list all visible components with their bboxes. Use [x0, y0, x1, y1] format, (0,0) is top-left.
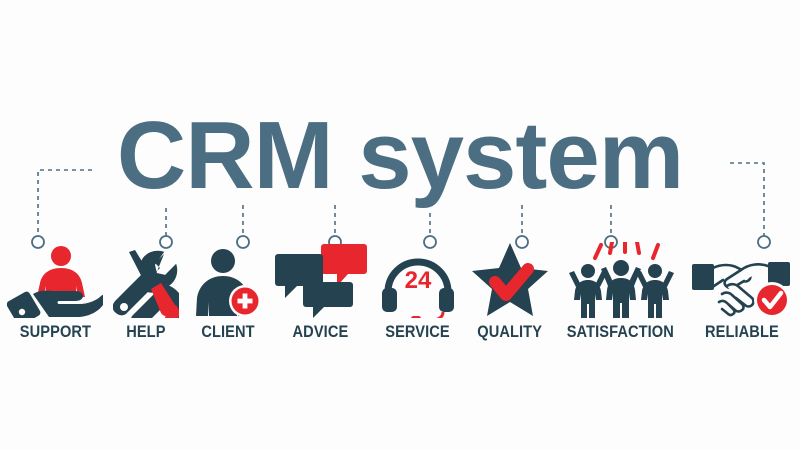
- headset-24-icon: 24: [381, 240, 455, 318]
- feature-item-service[interactable]: 24 SERVICE: [371, 232, 465, 342]
- feature-row: SUPPORT: [0, 232, 800, 342]
- cheering-people-icon: [567, 240, 675, 318]
- feature-label: QUALITY: [477, 322, 542, 341]
- feature-item-reliable[interactable]: RELIABLE: [687, 232, 797, 342]
- feature-label: HELP: [125, 322, 166, 341]
- feature-label: SATISFACTION: [566, 322, 675, 341]
- feature-item-support[interactable]: SUPPORT: [4, 232, 107, 342]
- feature-label: CLIENT: [200, 322, 255, 341]
- feature-item-help[interactable]: HELP: [107, 232, 185, 342]
- feature-item-quality[interactable]: QUALITY: [465, 232, 555, 342]
- feature-item-client[interactable]: CLIENT: [185, 232, 271, 342]
- hand-holding-person-icon: [7, 240, 103, 318]
- feature-label: RELIABLE: [704, 322, 779, 341]
- handshake-check-icon: [691, 240, 792, 318]
- person-plus-badge-icon: [193, 240, 263, 318]
- feature-item-satisfaction[interactable]: SATISFACTION: [555, 232, 687, 342]
- page-title: CRM system: [116, 102, 684, 209]
- feature-item-advice[interactable]: ADVICE: [271, 232, 371, 342]
- wrench-screwdriver-icon: [112, 240, 179, 318]
- svg-text:24: 24: [404, 267, 431, 294]
- star-check-icon: [471, 240, 549, 318]
- feature-label: ADVICE: [292, 322, 349, 341]
- feature-label: SUPPORT: [19, 322, 91, 341]
- speech-bubbles-icon: [274, 240, 367, 318]
- feature-label: SERVICE: [385, 322, 450, 341]
